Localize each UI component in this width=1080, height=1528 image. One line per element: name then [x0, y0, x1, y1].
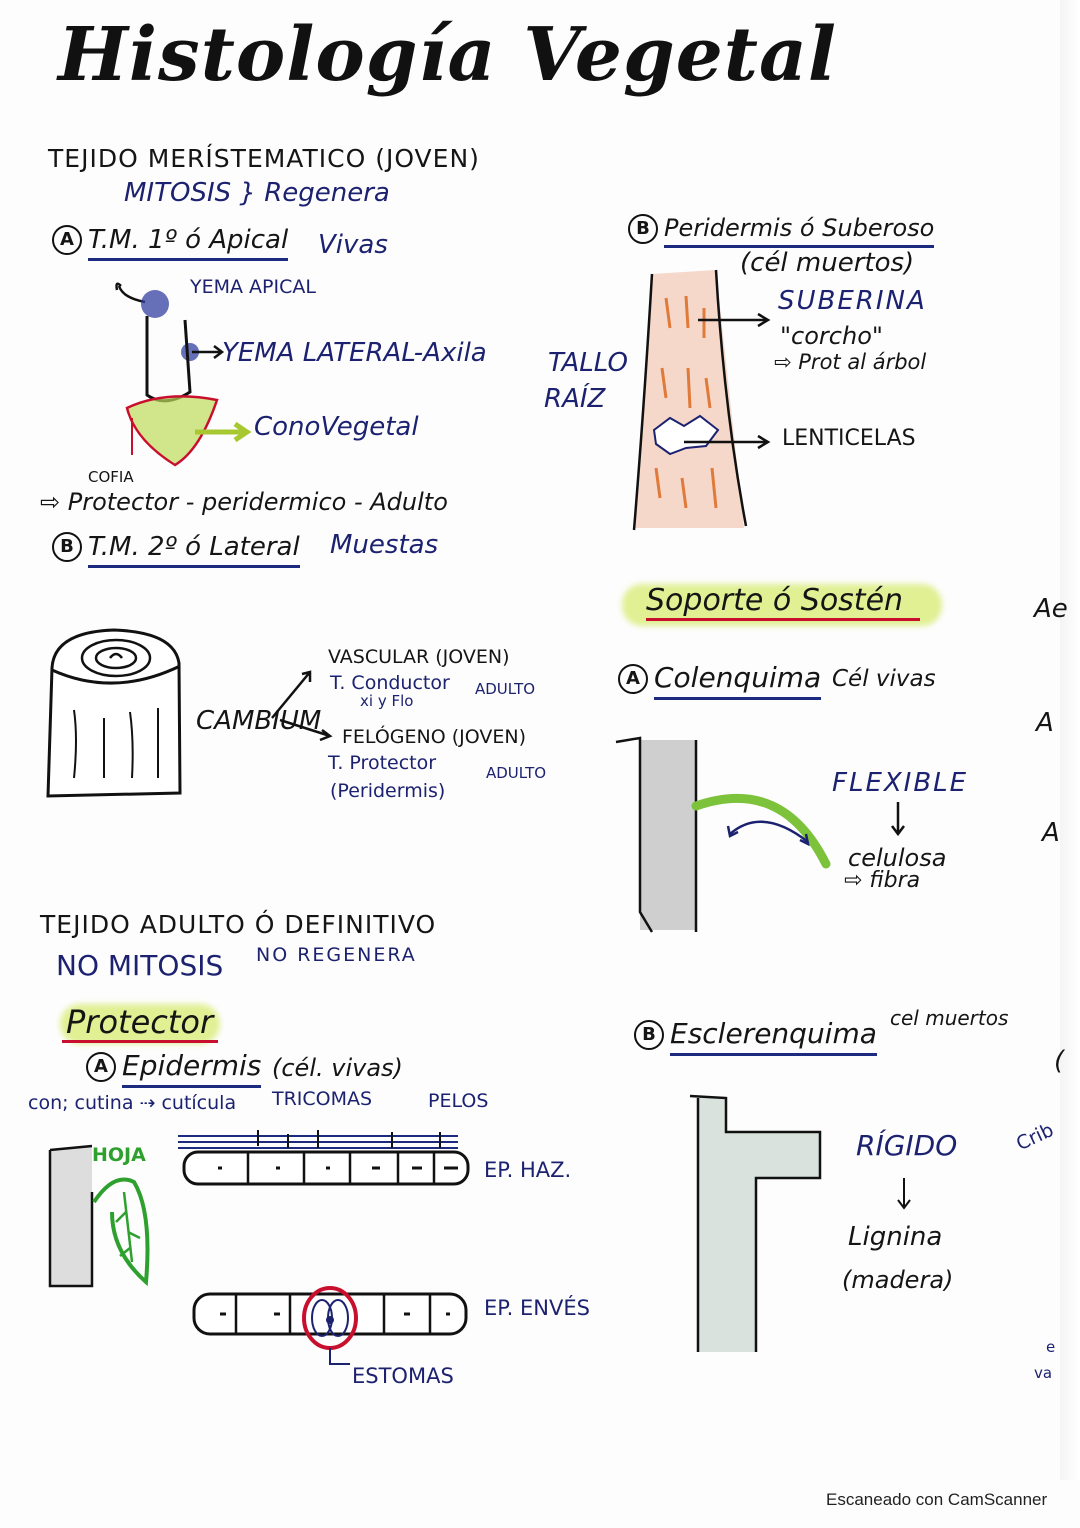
- apical-note: Vivas: [318, 230, 388, 260]
- conductor-label: T. Conductor: [330, 672, 450, 694]
- cutoff-text: va: [1034, 1364, 1053, 1382]
- meristematic-heading: TEJIDO MERÍSTEMATICO (JOVEN): [48, 144, 480, 173]
- arrow-icon: [271, 670, 333, 742]
- protector-heading: Protector: [66, 1003, 214, 1041]
- tallo-label: TALLO: [548, 348, 628, 378]
- cutina-label: con; cutina ⇢ cutícula: [28, 1092, 237, 1114]
- colenquima-label: Colenquima: [654, 661, 822, 700]
- estomas-label: ESTOMAS: [352, 1364, 454, 1388]
- celulosa-label: celulosa: [848, 844, 947, 872]
- peridermis-note: (cél muertos): [740, 248, 915, 278]
- flexible-label: FLEXIBLE: [832, 768, 969, 798]
- corcho-label: "corcho": [780, 322, 883, 350]
- cambium-label: CAMBIUM: [196, 706, 322, 736]
- lenticelas-label: LENTICELAS: [782, 426, 916, 451]
- leaf-drawing: [48, 1144, 150, 1288]
- highlight: [60, 1004, 220, 1044]
- rigido-label: RÍGIDO: [856, 1129, 958, 1162]
- cofia-note: ⇨ Protector - peridermico - Adulto: [40, 488, 448, 516]
- felogeno-label: FELÓGENO (JOVEN): [342, 726, 526, 748]
- badge-a-icon: A: [52, 225, 82, 255]
- badge-a-icon: A: [86, 1052, 116, 1082]
- no-mitosis-label: NO MITOSIS: [56, 949, 224, 982]
- cono-vegetal-label: ConoVegetal: [254, 412, 419, 442]
- xi-flo-label: xi y Flo: [360, 692, 414, 710]
- badge-b-icon: B: [628, 214, 658, 244]
- vascular-label: VASCULAR (JOVEN): [328, 646, 510, 668]
- yema-lateral-label: YEMA LATERAL-Axila: [222, 338, 487, 368]
- tricomas-label: TRICOMAS: [272, 1088, 373, 1110]
- arrow-icon: [195, 421, 252, 443]
- cutoff-text: (: [1054, 1046, 1065, 1076]
- cutoff-text: A: [1042, 818, 1060, 848]
- next-page-edge: [1060, 0, 1080, 1480]
- tree-trunk-drawing: [46, 628, 182, 798]
- lateral-note: Muestas: [330, 530, 439, 560]
- colenquima-drawing: [615, 736, 831, 933]
- cutoff-text: Crib: [1012, 1118, 1058, 1156]
- peridermis-label: (Peridermis): [330, 780, 446, 802]
- lignina-label: Lignina: [848, 1222, 943, 1252]
- apical-label: T.M. 1º ó Apical: [88, 224, 289, 261]
- adulto-heading: TEJIDO ADULTO Ó DEFINITIVO: [40, 910, 437, 939]
- prot-arbol-label: ⇨ Prot al árbol: [774, 350, 927, 374]
- arrow-down-icon: [897, 1178, 911, 1210]
- apical-stem-drawing: [115, 282, 219, 467]
- camscanner-watermark: Escaneado con CamScanner: [826, 1490, 1048, 1509]
- upper-epidermis-drawing: [178, 1130, 470, 1186]
- protector-label: T. Protector: [328, 752, 437, 774]
- ep-haz-label: EP. HAZ.: [484, 1158, 572, 1182]
- esclerenquima-label: Esclerenquima: [670, 1017, 877, 1056]
- esclerenquima-note: cel muertos: [890, 1006, 1009, 1030]
- red-underline: [62, 1040, 218, 1043]
- cutoff-text: A: [1036, 708, 1054, 738]
- pelos-label: PELOS: [428, 1090, 489, 1112]
- fibra-label: ⇨ fibra: [844, 868, 921, 893]
- adulto-label-2: ADULTO: [486, 764, 547, 782]
- yema-apical-label: YEMA APICAL: [190, 276, 316, 298]
- arrow-icon: [192, 345, 225, 359]
- red-underline: [646, 618, 920, 621]
- badge-b-icon: B: [634, 1020, 664, 1050]
- esclerenquima-drawing: [689, 1094, 822, 1352]
- raiz-label: RAÍZ: [544, 384, 606, 414]
- epidermis-note: (cél. vivas): [272, 1054, 403, 1082]
- adulto-label-1: ADULTO: [475, 680, 536, 698]
- peridermis-label: Peridermis ó Suberoso: [664, 214, 935, 248]
- arrow-down-icon: [891, 802, 905, 837]
- bark-drawing: [632, 269, 771, 531]
- ep-enves-label: EP. ENVÉS: [484, 1296, 590, 1320]
- colenquima-note: Cél vivas: [832, 666, 936, 692]
- madera-label: (madera): [842, 1266, 954, 1294]
- badge-b-icon: B: [52, 532, 82, 562]
- cofia-label: COFIA: [88, 468, 134, 486]
- soporte-heading: Soporte ó Sostén: [646, 583, 904, 618]
- cutoff-text: e: [1046, 1338, 1056, 1356]
- lower-epidermis-drawing: [192, 1286, 468, 1365]
- epidermis-label: Epidermis: [122, 1049, 262, 1088]
- meristematic-subtitle: MITOSIS } Regenera: [124, 178, 390, 208]
- no-regenera-label: NO REGENERA: [256, 944, 417, 966]
- suberina-label: SUBERINA: [778, 286, 927, 316]
- badge-a-icon: A: [618, 664, 648, 694]
- lateral-label: T.M. 2º ó Lateral: [88, 531, 300, 568]
- cutoff-text: Ae: [1034, 594, 1068, 624]
- page-title: Histología Vegetal: [58, 12, 838, 98]
- hoja-label: HOJA: [92, 1144, 146, 1166]
